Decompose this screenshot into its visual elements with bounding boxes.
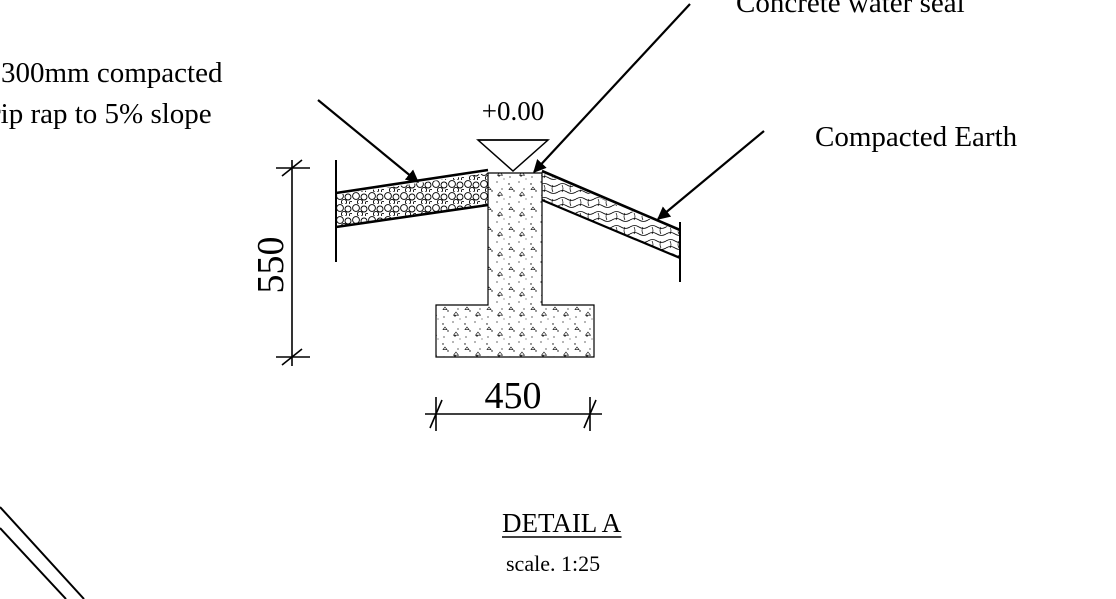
detail-scale: scale. 1:25 bbox=[506, 551, 600, 576]
width-dimension-label: 450 bbox=[485, 375, 542, 417]
leader-compacted-earth bbox=[656, 130, 765, 220]
width-dimension bbox=[425, 397, 602, 431]
level-marker bbox=[476, 139, 550, 173]
concrete-water-seal-section bbox=[435, 172, 595, 358]
height-dimension bbox=[276, 159, 310, 366]
height-dimension-label: 550 bbox=[250, 237, 292, 294]
rip-rap-label-line1: 300mm compacted bbox=[1, 57, 223, 89]
water-seal-label: Concrete water seal bbox=[736, 0, 965, 19]
rip-rap-slab bbox=[335, 160, 489, 262]
compacted-earth-label: Compacted Earth bbox=[815, 121, 1018, 153]
sheet-border-fragment bbox=[0, 506, 85, 599]
rip-rap-label-line2: rip rap to 5% slope bbox=[0, 98, 212, 130]
detail-title: DETAIL A bbox=[502, 508, 622, 538]
leader-rip-rap bbox=[317, 99, 420, 183]
compacted-earth-slab bbox=[541, 169, 681, 282]
level-label: +0.00 bbox=[482, 96, 544, 126]
leader-water-seal bbox=[533, 3, 691, 173]
